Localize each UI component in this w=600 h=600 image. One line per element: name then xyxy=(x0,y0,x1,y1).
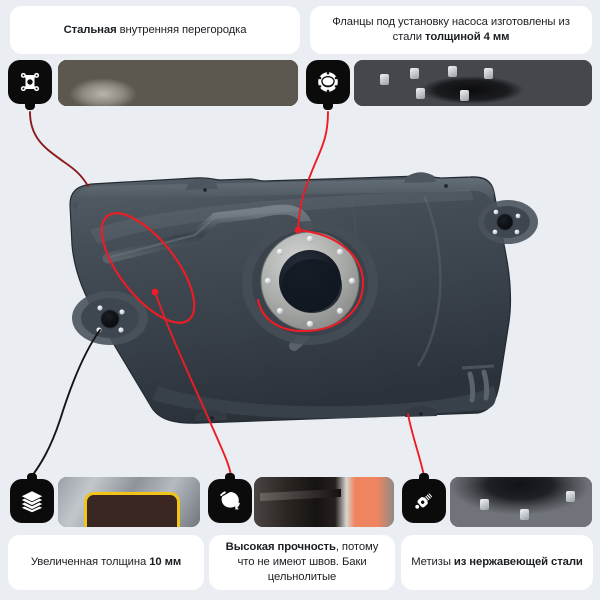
leader-fasteners xyxy=(407,413,425,477)
pump-flange-opening-shadow xyxy=(282,259,342,313)
photo-stud xyxy=(416,88,425,99)
flange-recess-inner xyxy=(252,230,368,336)
tank-crease-right xyxy=(416,195,442,367)
tank-vent-tubes xyxy=(461,364,495,403)
pin-nub xyxy=(27,473,37,481)
annotation-circle-flange xyxy=(256,228,365,333)
tank-crease-center xyxy=(349,199,358,331)
photo-seam-ruler-texture xyxy=(254,477,394,527)
callout-card-thickness: Увеличенная толщина 10 мм xyxy=(8,535,204,590)
callout-text-baffle: Стальная внутренняя перегородка xyxy=(64,23,247,38)
tank-top-edge xyxy=(72,177,494,210)
callout-icon-thickness[interactable] xyxy=(10,473,54,523)
callout-card-fasteners: Метизы из нержавеющей стали xyxy=(401,535,593,590)
photo-stud xyxy=(484,68,493,79)
pump-flange-ring xyxy=(260,231,360,331)
left-port-hole xyxy=(100,309,120,329)
photo-stud xyxy=(410,68,419,79)
callout-text-thickness-bold: 10 мм xyxy=(149,556,182,569)
callout-text-baffle-bold: Стальная xyxy=(63,23,117,36)
baffle-plate-icon xyxy=(20,72,40,92)
callout-card-flange: Фланцы под установку насоса изготовлены … xyxy=(310,6,592,54)
right-port-hole xyxy=(496,213,514,231)
tank-rib-diagonal xyxy=(102,207,264,264)
photo-stud xyxy=(460,90,469,101)
tank-highlight xyxy=(90,190,474,244)
photo-stainless-nuts xyxy=(450,477,592,527)
leader-flange-endpoint xyxy=(294,226,302,234)
callout-text-thickness-rest: Увеличенная толщина xyxy=(30,556,150,569)
flange-recess xyxy=(242,221,378,345)
left-port-boss-inner xyxy=(81,298,139,338)
lug-hole-left xyxy=(203,188,207,192)
tank-lug-right xyxy=(404,172,436,183)
callout-text-fasteners: Метизы из нержавеющей стали xyxy=(411,555,583,570)
skirt-hole-right xyxy=(419,412,423,416)
pump-flange-studs xyxy=(264,235,356,328)
callout-card-strength: Высокая прочность, потому что не имеют ш… xyxy=(209,535,395,590)
leader-strength xyxy=(154,291,232,477)
tank-body xyxy=(69,175,512,424)
tank-lug-left xyxy=(186,179,218,190)
callout-icon-fasteners[interactable] xyxy=(402,473,446,523)
callout-text-flange-rest: Фланцы под установку насоса изготовлены … xyxy=(332,16,570,43)
left-port-studs xyxy=(96,305,125,333)
leader-strength-endpoint xyxy=(151,288,159,296)
leader-baffle xyxy=(29,111,89,187)
photo-seam-ruler xyxy=(254,477,394,527)
pump-flange-opening xyxy=(279,250,341,312)
bolt-icon xyxy=(415,493,432,509)
leader-flange xyxy=(297,111,329,231)
callout-text-flange: Фланцы под установку насоса изготовлены … xyxy=(320,15,582,45)
skirt-lug-right xyxy=(405,406,437,417)
callout-text-baffle-rest: внутренняя перегородка xyxy=(116,23,247,36)
callout-icon-flange[interactable] xyxy=(306,60,350,110)
photo-wall-thickness xyxy=(58,477,200,527)
pin-nub xyxy=(25,102,35,110)
tank-rib-center xyxy=(253,204,322,351)
photo-nut xyxy=(520,509,529,520)
right-port-boss xyxy=(478,200,538,244)
photo-baffle-plate-texture xyxy=(58,60,298,106)
leader-thickness xyxy=(31,329,101,477)
photo-baffle-plate xyxy=(58,60,298,106)
skirt-hole-left xyxy=(210,416,214,420)
callout-text-fasteners-bold: из нержавеющей стали xyxy=(453,556,583,569)
annotation-ellipse-baffle xyxy=(100,212,196,324)
photo-flange-studs xyxy=(354,60,592,106)
seamless-shield-icon xyxy=(220,491,240,510)
callout-text-fasteners-rest: Метизы xyxy=(411,556,454,569)
layers-icon xyxy=(21,491,43,513)
photo-nut xyxy=(566,491,575,502)
lug-hole-right xyxy=(444,184,448,188)
callout-icon-strength[interactable] xyxy=(208,473,252,523)
photo-stud xyxy=(380,74,389,85)
photo-nut xyxy=(480,499,489,510)
callout-card-baffle: Стальная внутренняя перегородка xyxy=(10,6,300,54)
right-port-boss-inner xyxy=(484,206,530,238)
callout-icon-baffle[interactable] xyxy=(8,60,52,110)
photo-flange-studs-texture xyxy=(354,60,592,106)
pin-nub xyxy=(419,473,429,481)
callout-text-strength-rest: , потому что не имеют швов. Баки цельнол… xyxy=(237,541,379,583)
photo-wall-thickness-texture xyxy=(58,477,200,527)
callout-text-flange-bold: толщиной 4 мм xyxy=(425,31,510,43)
callout-text-strength-bold: Высокая прочность xyxy=(225,541,336,554)
pin-nub xyxy=(323,102,333,110)
tank-lower-skirt xyxy=(152,386,496,419)
right-port-studs xyxy=(492,209,521,235)
photo-stud xyxy=(448,66,457,77)
left-port-boss xyxy=(72,291,148,345)
callout-text-thickness: Увеличенная толщина 10 мм xyxy=(31,555,181,570)
callout-text-strength: Высокая прочность, потому что не имеют ш… xyxy=(219,540,385,585)
flange-icon xyxy=(317,71,339,93)
pin-nub xyxy=(225,473,235,481)
tank-rib-diagonal-highlight xyxy=(108,210,259,259)
skirt-lug-left xyxy=(195,410,227,421)
